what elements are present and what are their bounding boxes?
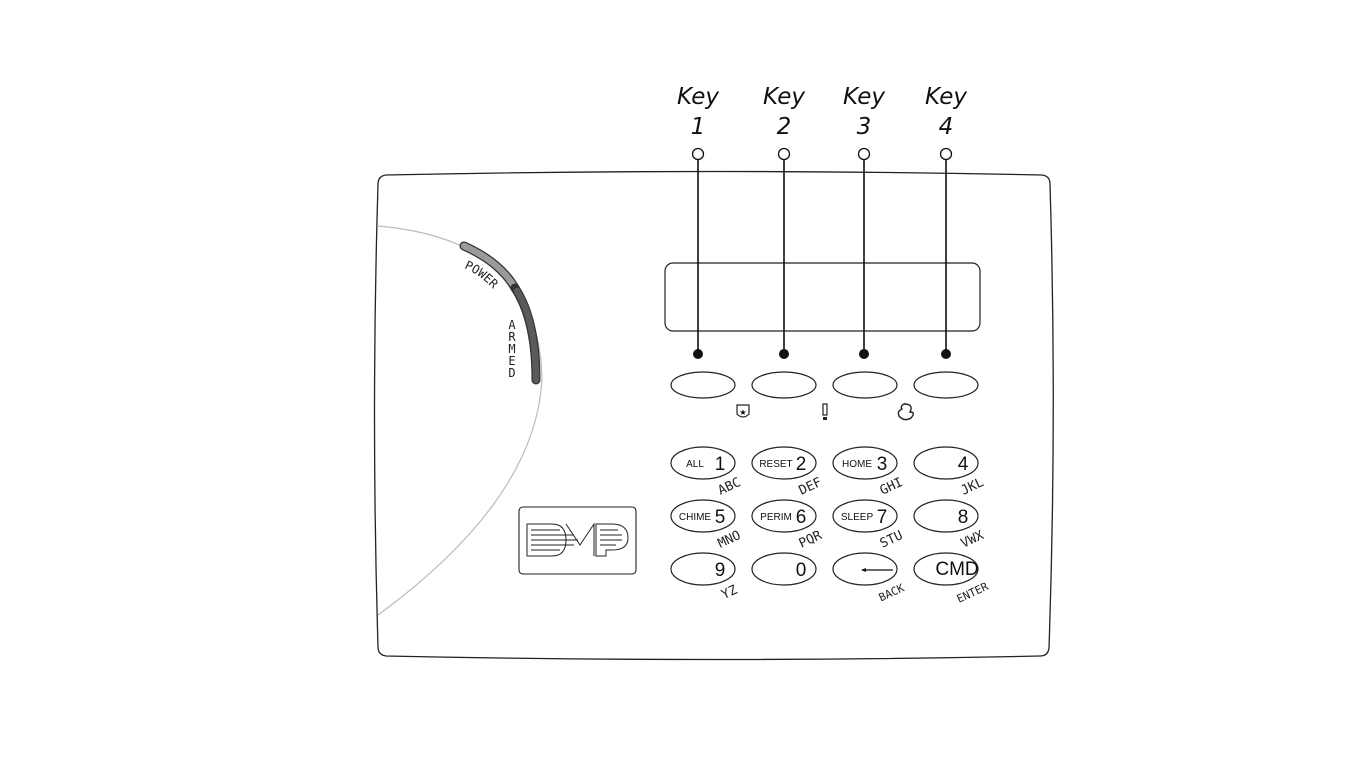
callout-dot bbox=[779, 349, 789, 359]
keypad-digit: 4 bbox=[958, 454, 969, 475]
function-keys bbox=[670, 371, 979, 399]
callout-circle bbox=[857, 147, 871, 161]
select-key-1[interactable] bbox=[670, 371, 736, 399]
keypad-digit: 9 bbox=[715, 560, 726, 581]
keypad-button-outline[interactable] bbox=[913, 499, 979, 533]
armed-led-fill bbox=[513, 287, 540, 384]
emergency-exclamation-icon bbox=[822, 403, 828, 416]
select-key-4[interactable] bbox=[913, 371, 979, 399]
keypad-digit: 2 bbox=[796, 454, 807, 475]
keypad-button-outline[interactable] bbox=[832, 446, 898, 480]
keypad-digit: 1 bbox=[715, 454, 726, 475]
callout-key-2: Key 2 bbox=[763, 84, 805, 359]
callout-number: 2 bbox=[777, 114, 792, 140]
keypad-func: PERIM bbox=[760, 512, 792, 523]
keypad-func: ALL bbox=[686, 459, 704, 470]
keypad-digit: 8 bbox=[958, 507, 969, 528]
callout-number: 1 bbox=[691, 114, 706, 140]
armed-label: ARMED bbox=[505, 318, 519, 378]
callout-circle bbox=[939, 147, 953, 161]
keypad-button-outline[interactable] bbox=[670, 499, 736, 533]
power-led-fill bbox=[460, 242, 519, 292]
callout-key-1: Key 1 bbox=[677, 84, 719, 359]
keypad-button-outline[interactable] bbox=[751, 446, 817, 480]
keypad-button-outline[interactable] bbox=[832, 499, 898, 533]
callout-circle bbox=[691, 147, 705, 161]
keypad-digit: 0 bbox=[796, 560, 807, 581]
keypad-func: CMD bbox=[935, 559, 978, 580]
keypad-button-outline[interactable] bbox=[751, 499, 817, 533]
keypad-letters: YZ bbox=[719, 583, 740, 603]
keypad-digit: 3 bbox=[877, 454, 888, 475]
select-key-3[interactable] bbox=[832, 371, 898, 399]
callout-key-3: Key 3 bbox=[843, 84, 885, 359]
callout-number: 4 bbox=[939, 114, 954, 140]
police-shield-icon bbox=[736, 404, 750, 418]
emergency-icons: ★ bbox=[736, 403, 914, 421]
display-screen bbox=[664, 262, 981, 332]
keypad-button-outline[interactable] bbox=[913, 446, 979, 480]
keypad-body bbox=[373, 170, 1054, 661]
keypad-button-outline[interactable] bbox=[751, 552, 817, 586]
dmp-logo bbox=[518, 506, 637, 575]
keypad-button-outline[interactable] bbox=[913, 552, 979, 586]
keypad-digit: 6 bbox=[796, 507, 807, 528]
callout-key-4: Key 4 bbox=[925, 84, 967, 359]
callout-dot bbox=[859, 349, 869, 359]
callout-circle bbox=[777, 147, 791, 161]
callout-word: Key bbox=[763, 84, 805, 110]
callout-dot bbox=[941, 349, 951, 359]
select-key-2[interactable] bbox=[751, 371, 817, 399]
fire-icon bbox=[897, 403, 914, 421]
callouts: Key 1 Key 2 Key 3 Key 4 bbox=[677, 84, 967, 359]
star-icon: ★ bbox=[739, 408, 746, 417]
exclamation-dot bbox=[823, 417, 827, 420]
callout-number: 3 bbox=[857, 114, 872, 140]
callout-word: Key bbox=[843, 84, 885, 110]
keypad-digit: 5 bbox=[715, 507, 726, 528]
keypad-button-outline[interactable] bbox=[670, 552, 736, 586]
keypad-func: CHIME bbox=[679, 512, 712, 523]
keypad-func: HOME bbox=[842, 459, 872, 470]
callout-word: Key bbox=[677, 84, 719, 110]
back-arrow-head bbox=[861, 568, 866, 572]
keypad-button-outline[interactable] bbox=[670, 446, 736, 480]
keypad-button[interactable]: 9YZ bbox=[670, 552, 740, 603]
keypad-func: RESET bbox=[759, 459, 792, 470]
callout-word: Key bbox=[925, 84, 967, 110]
callout-dot bbox=[693, 349, 703, 359]
keypad-digit: 7 bbox=[877, 507, 888, 528]
keypad-button[interactable]: 0 bbox=[751, 552, 817, 586]
keypad-func: SLEEP bbox=[841, 512, 874, 523]
